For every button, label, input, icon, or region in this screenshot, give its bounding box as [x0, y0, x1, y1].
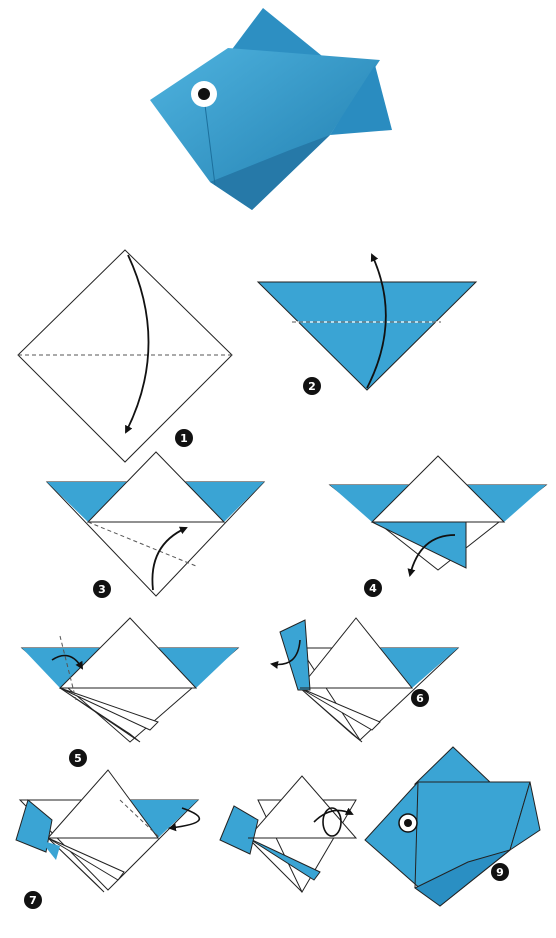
step-2-diagram: 2 [256, 253, 478, 395]
step-5-diagram: 5 [20, 617, 240, 767]
fold-arrow-icon [270, 639, 301, 669]
eye-icon [398, 813, 418, 833]
step-number-badge: 1 [175, 429, 193, 447]
svg-text:6: 6 [416, 692, 424, 705]
fold-arrow-icon [168, 807, 201, 832]
fold-arrow-icon [125, 254, 150, 434]
step-number-badge: 4 [364, 579, 382, 597]
svg-text:7: 7 [29, 894, 37, 907]
svg-text:2: 2 [308, 380, 316, 393]
step-number-badge: 3 [93, 580, 111, 598]
step-3-diagram: 3 [45, 451, 266, 598]
fold-arrow-icon [407, 534, 456, 577]
step-number-badge: 5 [69, 749, 87, 767]
step-number-badge: 7 [24, 891, 42, 909]
step-8-diagram [219, 775, 358, 894]
step-number-badge: 2 [303, 377, 321, 395]
step-4-diagram: 4 [328, 455, 548, 597]
step-1-diagram: 1 [17, 249, 233, 463]
svg-text:3: 3 [98, 583, 106, 596]
step-number-badge: 9 [491, 863, 509, 881]
step-number-badge: 6 [411, 689, 429, 707]
finished-fish-model [150, 8, 392, 210]
eye-icon [191, 81, 217, 107]
fold-arrow-icon [366, 253, 387, 389]
svg-text:9: 9 [496, 866, 504, 879]
fold-arrow-icon [51, 654, 84, 670]
svg-text:1: 1 [180, 432, 188, 445]
step-9-diagram: 9 [364, 746, 541, 907]
fold-arrow-icon [151, 526, 188, 591]
svg-text:4: 4 [369, 582, 377, 595]
step-6-diagram: 6 [270, 617, 460, 743]
svg-text:5: 5 [74, 752, 82, 765]
step-7-diagram: 7 [15, 769, 201, 909]
turn-over-icon [313, 807, 354, 837]
